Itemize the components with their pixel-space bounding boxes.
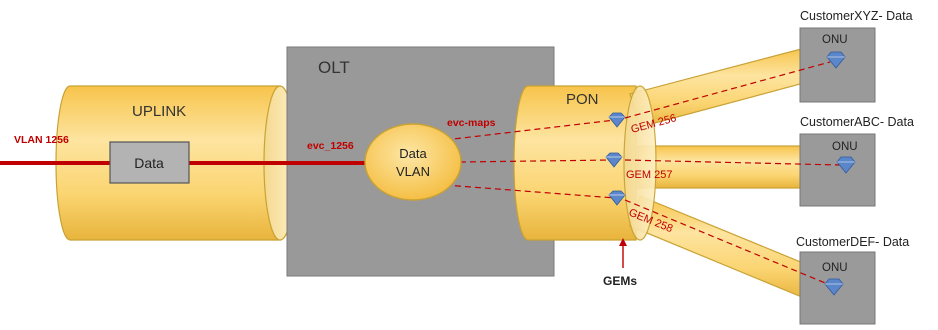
onu-xyz-label: ONU	[822, 34, 848, 46]
gem-257-diamond-icon	[605, 152, 623, 168]
customer-def-box	[799, 251, 876, 325]
branch-pipe-xyz	[629, 47, 819, 128]
branch-pipe-abc	[637, 145, 815, 189]
uplink-label: UPLINK	[132, 103, 186, 120]
onu-abc-diamond-icon	[836, 156, 856, 174]
data-vlan-label-line1: Data	[399, 146, 427, 161]
pon-pipe	[513, 85, 637, 241]
onu-def-label: ONU	[822, 262, 848, 274]
evc-1256-label: evc_1256	[307, 140, 354, 152]
customer-abc-label: CustomerABC- Data	[800, 115, 914, 129]
vlan-1256-label: VLAN 1256	[14, 134, 69, 146]
data-vlan-circle	[364, 123, 462, 201]
customer-abc-box	[799, 133, 876, 207]
pon-pipe-end	[623, 85, 657, 241]
gems-arrow	[619, 238, 627, 268]
onu-xyz-diamond-icon	[826, 51, 846, 69]
onu-abc-label: ONU	[832, 141, 858, 153]
branch-pipe-def	[629, 195, 824, 302]
customer-xyz-label: CustomerXYZ- Data	[800, 9, 913, 23]
data-vlan-label-line2: VLAN	[396, 164, 430, 179]
customer-def-label: CustomerDEF- Data	[796, 235, 909, 249]
evc-map-lines	[444, 119, 616, 199]
olt-label: OLT	[318, 58, 350, 77]
evc-maps-label: evc-maps	[447, 117, 496, 129]
data-box-label: Data	[134, 155, 164, 171]
gems-label: GEMs	[603, 274, 637, 288]
pon-label: PON	[566, 91, 599, 108]
onu-def-diamond-icon	[824, 278, 844, 296]
gem-lines	[624, 61, 841, 286]
gem-256-diamond-icon	[608, 112, 626, 128]
data-box	[109, 141, 190, 184]
gem-258-diamond-icon	[608, 190, 626, 206]
gem-257-label: GEM 257	[626, 169, 672, 181]
